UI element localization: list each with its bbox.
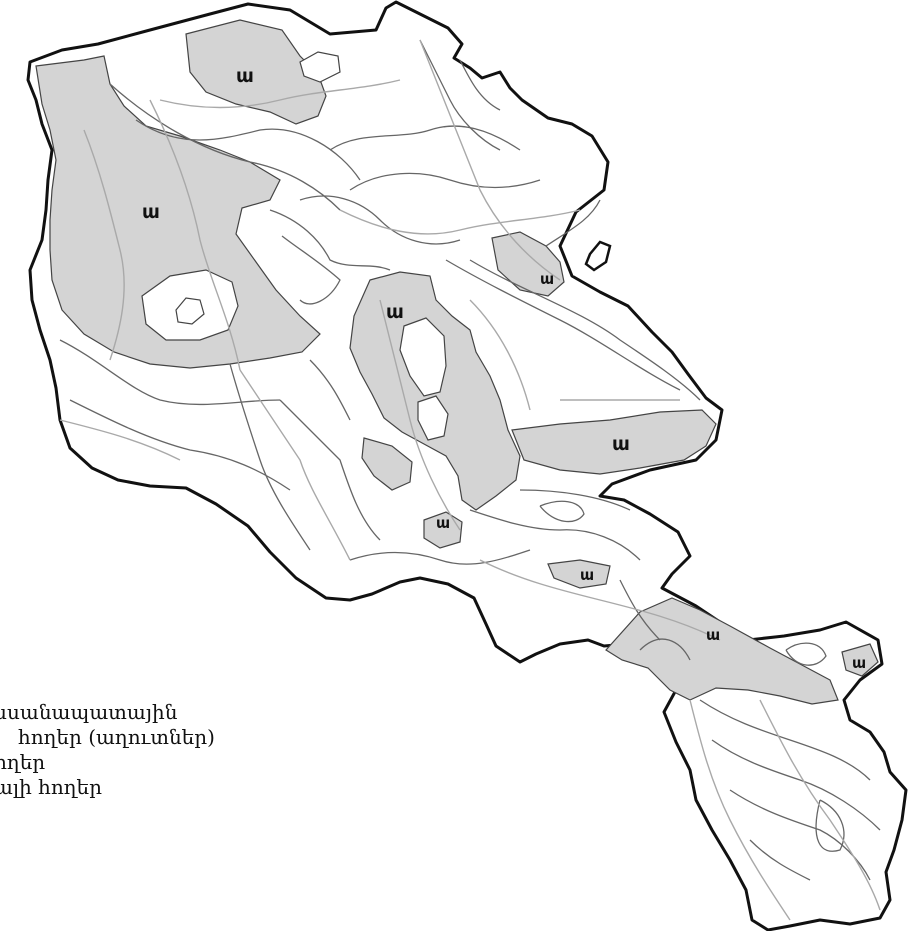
zone-label: ա	[706, 626, 720, 644]
zone-label: ա	[236, 65, 254, 87]
east-lake	[584, 240, 612, 272]
contour	[785, 642, 827, 666]
white-islands	[141, 51, 449, 441]
contour	[639, 638, 691, 661]
contour	[281, 235, 341, 305]
legend: ասանապատային հողեր (աղուտներ) ողեր ալի հ…	[0, 700, 340, 800]
contour	[519, 489, 631, 511]
river	[469, 299, 531, 411]
contour	[269, 209, 391, 271]
contour	[815, 799, 845, 852]
zone-label: ա	[436, 514, 450, 532]
zone-southeast-small	[841, 643, 879, 677]
contour	[229, 363, 311, 551]
contour	[69, 399, 291, 491]
river	[689, 699, 791, 921]
river	[479, 559, 721, 641]
contour	[459, 59, 501, 111]
contour	[445, 259, 681, 391]
rivers	[59, 39, 881, 921]
river	[419, 39, 561, 281]
contour	[135, 119, 361, 181]
zone-center-left	[361, 437, 413, 491]
contour	[749, 839, 811, 881]
zone-label: ա	[540, 270, 554, 288]
contour	[711, 739, 881, 831]
contour	[109, 83, 341, 211]
river	[379, 299, 461, 531]
zone-south-small-1	[423, 511, 463, 549]
island-center-upper	[399, 317, 447, 397]
island-top-left-blob	[299, 51, 341, 83]
zone-west-large	[35, 55, 321, 369]
contour	[349, 549, 531, 565]
contour	[419, 39, 501, 151]
contour	[545, 199, 601, 247]
contour	[729, 789, 871, 881]
river	[83, 129, 125, 361]
zone-label: ա	[612, 433, 630, 455]
zone-label: ա	[386, 301, 404, 323]
contour	[299, 195, 461, 245]
zone-east	[511, 409, 717, 475]
river	[759, 699, 881, 911]
legend-item-4: ալի հողեր	[0, 775, 102, 799]
legend-item-1: ասանապատային	[0, 700, 178, 724]
contour	[279, 399, 381, 541]
island-west-ring-inner	[175, 297, 205, 325]
legend-item-2: հողեր (աղուտներ)	[18, 725, 215, 749]
contour	[699, 699, 871, 781]
zone-label: ա	[142, 201, 160, 223]
contour	[469, 259, 701, 401]
zone-south-small-2	[547, 559, 611, 589]
river	[239, 369, 351, 561]
zone-label: ա	[852, 654, 866, 672]
contour	[329, 125, 521, 151]
zone-south-strip	[605, 597, 839, 705]
zone-northeast	[491, 231, 565, 297]
river	[339, 209, 581, 235]
contour	[469, 509, 641, 561]
contour	[349, 172, 541, 191]
contour	[539, 500, 585, 523]
river	[159, 79, 401, 109]
legend-item-3: ողեր	[0, 750, 46, 774]
river	[59, 419, 181, 461]
contour	[59, 339, 281, 406]
island-center-lower	[417, 395, 449, 441]
zone-label: ա	[580, 566, 594, 584]
river	[149, 99, 241, 371]
contour	[309, 359, 351, 421]
zone-labels: ա ա ա ա ա ա ա ա ա	[142, 65, 866, 672]
contour-lines	[59, 39, 881, 881]
